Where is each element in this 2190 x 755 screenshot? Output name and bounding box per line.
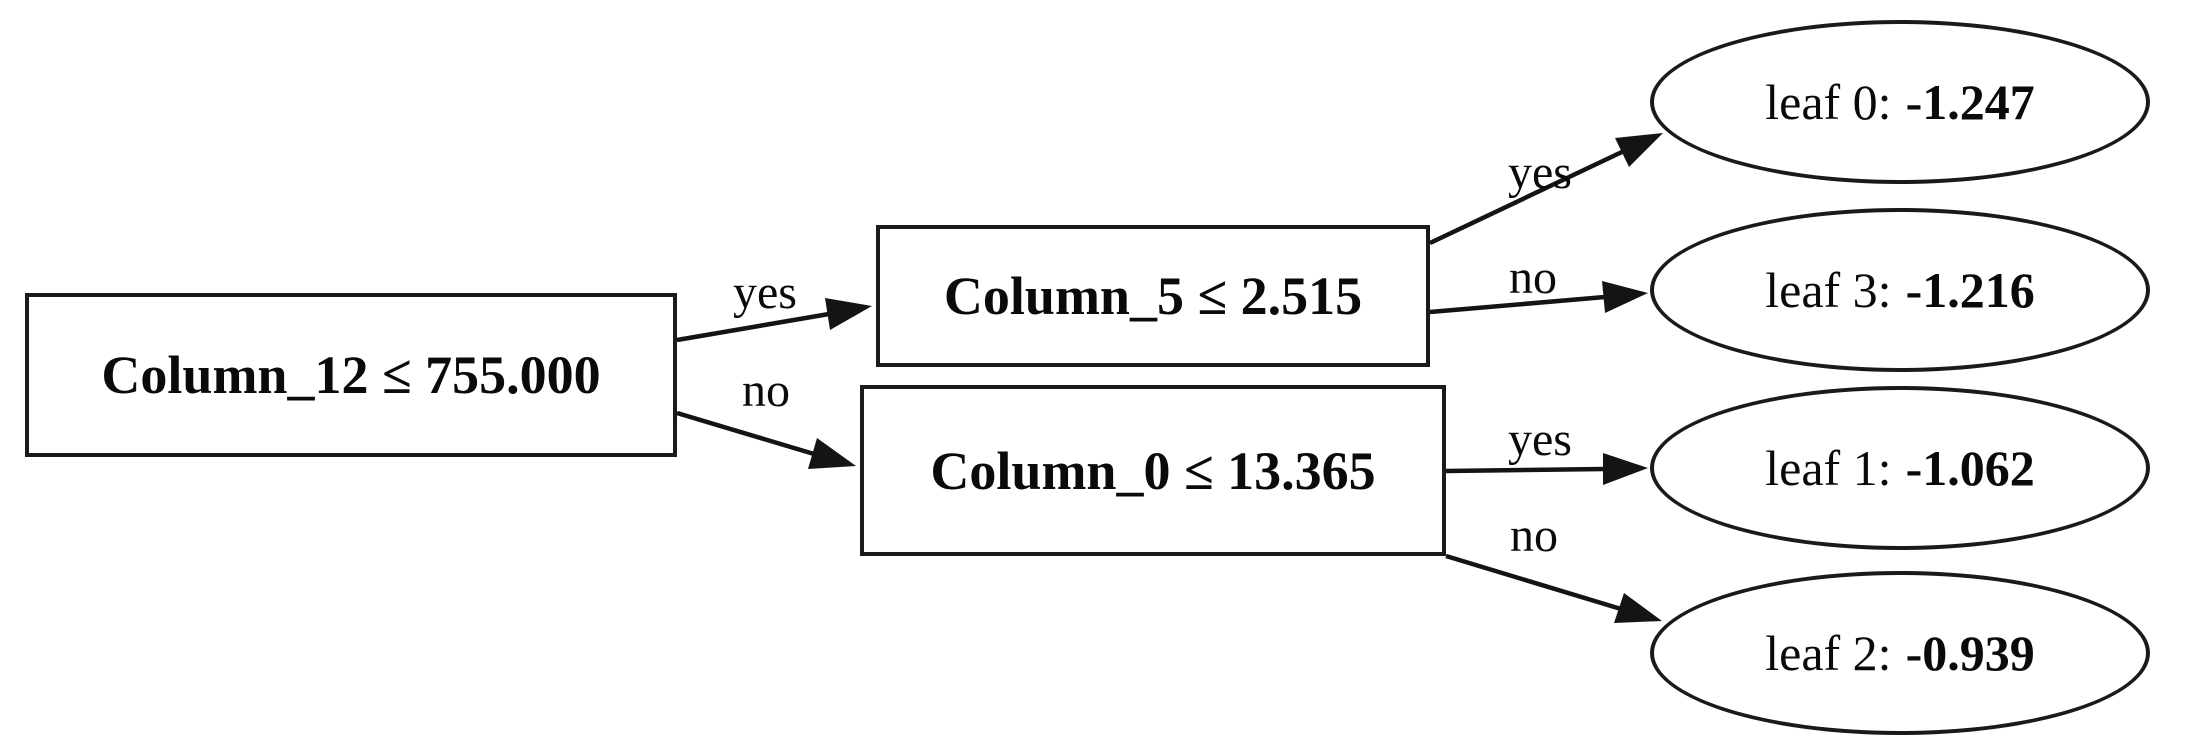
edge-column0-to-leaf1-arrowhead [1603, 453, 1648, 485]
leaf-node-1-value: -1.062 [1905, 440, 2035, 496]
split-node-column-0: Column_0 ≤ 13.365 [860, 385, 1446, 556]
leaf-node-2-value: -0.939 [1905, 625, 2035, 681]
leaf-node-2-prefix: leaf 2: [1765, 625, 1892, 681]
edge-column0-to-leaf2-line [1445, 553, 1622, 612]
edge-label-yes: yes [733, 266, 797, 319]
leaf-node-0-prefix: leaf 0: [1765, 74, 1892, 130]
edge-column5-to-leaf0-arrowhead [1615, 133, 1663, 167]
leaf-node-3: leaf 3: -1.216 [1650, 208, 2150, 372]
edge-root-to-column5-line [676, 311, 830, 343]
split-node-column-12: Column_12 ≤ 755.000 [25, 293, 677, 457]
edge-label-yes: yes [1508, 146, 1572, 199]
leaf-node-1: leaf 1: -1.062 [1650, 386, 2150, 550]
leaf-node-2: leaf 2: -0.939 [1650, 571, 2150, 735]
edge-column5-to-leaf0-line [1429, 148, 1625, 246]
edge-root-to-column5-arrowhead [825, 298, 872, 330]
split-node-column-12-label: Column_12 ≤ 755.000 [101, 345, 601, 405]
leaf-node-3-prefix: leaf 3: [1765, 262, 1892, 318]
split-node-column-0-label: Column_0 ≤ 13.365 [930, 440, 1376, 501]
leaf-node-1-prefix: leaf 1: [1765, 440, 1892, 496]
split-node-column-5-label: Column_5 ≤ 2.515 [943, 266, 1363, 326]
edge-label-no: no [1509, 251, 1557, 304]
edge-label-no: no [1510, 509, 1558, 562]
split-node-column-5: Column_5 ≤ 2.515 [876, 225, 1430, 367]
edge-column0-to-leaf1-line [1445, 466, 1606, 474]
leaf-node-0-value: -1.247 [1905, 74, 2035, 130]
edge-column5-to-leaf3-line [1429, 294, 1606, 315]
edge-root-to-column0-line [676, 410, 815, 457]
edge-column5-to-leaf3-arrowhead [1602, 281, 1648, 313]
leaf-node-0: leaf 0: -1.247 [1650, 20, 2150, 184]
edge-label-no: no [742, 364, 790, 417]
edge-column0-to-leaf2-arrowhead [1614, 593, 1662, 623]
edge-root-to-column0-arrowhead [808, 438, 856, 469]
leaf-node-3-value: -1.216 [1905, 262, 2035, 318]
edge-label-yes: yes [1508, 413, 1572, 466]
